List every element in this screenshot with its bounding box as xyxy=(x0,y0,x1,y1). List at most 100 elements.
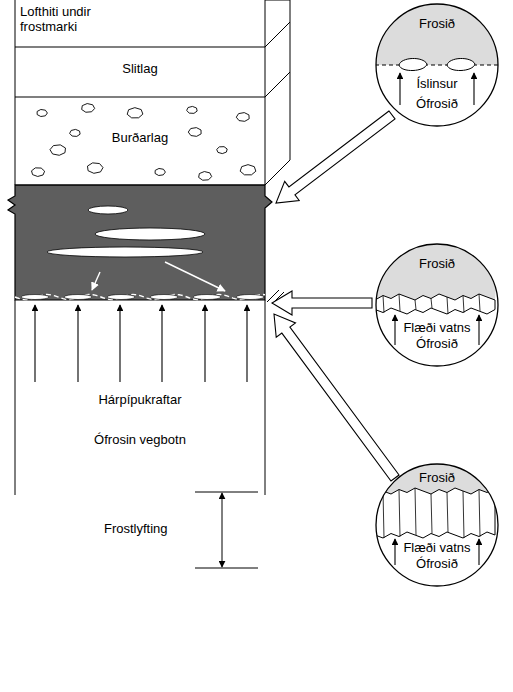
ice-crack xyxy=(383,296,384,313)
ice-lens xyxy=(150,295,178,300)
layer-label: Slitlag xyxy=(122,62,157,77)
dimension-label: Frostlyfting xyxy=(104,522,168,537)
aggregate-stone xyxy=(217,147,228,154)
layer-label: Frosið xyxy=(419,257,455,272)
aggregate-stone xyxy=(187,106,197,113)
water-flow-arrow xyxy=(478,539,479,565)
road-block xyxy=(8,0,290,568)
layer-boundary xyxy=(15,184,265,185)
aggregate-stone xyxy=(236,113,249,122)
capillary-arrow xyxy=(246,305,247,382)
ice-lens xyxy=(64,295,92,300)
ice-crack xyxy=(447,493,448,533)
layer-label: Frosið xyxy=(419,17,455,32)
aggregate-stone xyxy=(188,128,201,137)
view-outline xyxy=(376,244,498,366)
block-edge xyxy=(15,300,16,495)
frozen-zone xyxy=(375,3,499,65)
block-edge xyxy=(265,300,266,495)
aggregate-stone xyxy=(70,129,80,136)
water-flow-arrow xyxy=(394,315,395,345)
frost-front xyxy=(15,295,265,300)
capillary-arrow xyxy=(34,305,35,382)
perspective-edge xyxy=(265,0,290,1)
layer-label: Flæði vatns xyxy=(403,321,470,336)
aggregate-stone xyxy=(32,168,45,177)
ice-lens xyxy=(107,295,135,300)
capillary-arrow xyxy=(77,305,78,382)
road-layer: Slitlag xyxy=(15,47,265,97)
pointer-arrow xyxy=(272,291,372,315)
layer-label: Ófrosið xyxy=(416,337,458,352)
capillary-arrow xyxy=(119,305,120,382)
magnified-circle: FrosiðÍslinsurÓfrosið xyxy=(375,3,499,127)
dimension-tick xyxy=(195,492,258,493)
ice-crack xyxy=(463,296,464,313)
freezing-line xyxy=(375,65,499,66)
aggregate-stone xyxy=(82,104,95,113)
frozen-zone xyxy=(375,243,499,300)
perspective-edge xyxy=(265,22,290,47)
ice-crack xyxy=(415,300,416,310)
layer-label: Burðarlag xyxy=(112,131,168,146)
ice-layer xyxy=(375,488,495,538)
air-temperature-note: Lofthiti undir frostmarki xyxy=(20,5,138,35)
ice-crack xyxy=(415,488,416,535)
pointer-arrow xyxy=(274,314,399,481)
layer-label: Ófrosið xyxy=(416,557,458,572)
block-edge xyxy=(15,0,16,185)
aggregate-stone xyxy=(50,145,65,155)
water-migration-arrow xyxy=(92,272,100,290)
layer-boundary xyxy=(15,96,265,97)
ice-lens xyxy=(399,58,427,70)
layer-label: Hárpípukraftar xyxy=(98,393,181,408)
aggregate-stone xyxy=(199,172,212,181)
ice-lens xyxy=(47,247,203,257)
ice-lens xyxy=(236,295,264,300)
view-outline xyxy=(376,464,498,586)
ice-crack xyxy=(399,490,400,537)
water-flow-arrow xyxy=(478,315,479,345)
layer-label: Íslinsur xyxy=(416,77,457,92)
magnified-circle: FrosiðFlæði vatnsÓfrosið xyxy=(375,243,499,367)
pointer-arrow xyxy=(276,111,395,203)
aggregate-stone xyxy=(37,109,47,116)
water-flow-arrow xyxy=(473,73,474,105)
dimension-arrow xyxy=(222,493,223,530)
aggregate-stone xyxy=(127,108,143,118)
layer-boundary xyxy=(15,46,265,47)
perspective-edge xyxy=(265,72,290,97)
frozen-layer xyxy=(8,185,272,300)
dimension-arrow xyxy=(222,530,223,567)
ice-crack xyxy=(431,494,432,534)
capillary-arrow xyxy=(204,305,205,382)
layer-label: Ófrosið xyxy=(416,97,458,112)
layer-label: Frosið xyxy=(419,471,455,486)
block-edge xyxy=(265,0,266,185)
aggregate-stone xyxy=(240,165,256,175)
ice-crack xyxy=(479,294,480,311)
ice-lens xyxy=(193,295,221,300)
block-edge xyxy=(290,0,291,160)
ice-crack xyxy=(447,297,448,314)
road-layer: HárpípukraftarÓfrosin vegbotn xyxy=(15,300,265,495)
layer-label: Ófrosin vegbotn xyxy=(94,433,186,448)
ice-lens xyxy=(447,58,475,70)
aggregate-stone xyxy=(155,168,165,175)
capillary-arrow xyxy=(161,305,162,382)
layer-label: Flæði vatns xyxy=(403,541,470,556)
view-outline xyxy=(376,4,498,126)
perspective-edge xyxy=(265,160,290,185)
frozen-zone xyxy=(375,463,499,494)
ice-layer xyxy=(375,294,495,314)
ice-lens xyxy=(21,295,49,300)
ice-crack xyxy=(383,491,384,538)
aggregate-stone xyxy=(88,163,104,173)
ice-lens xyxy=(95,228,205,240)
ice-crack xyxy=(399,294,400,311)
dimension-tick xyxy=(195,568,258,569)
magnified-circle: FrosiðFlæði vatnsÓfrosið xyxy=(375,463,499,587)
ice-lens xyxy=(88,206,128,214)
road-layer: Burðarlag xyxy=(15,97,265,185)
